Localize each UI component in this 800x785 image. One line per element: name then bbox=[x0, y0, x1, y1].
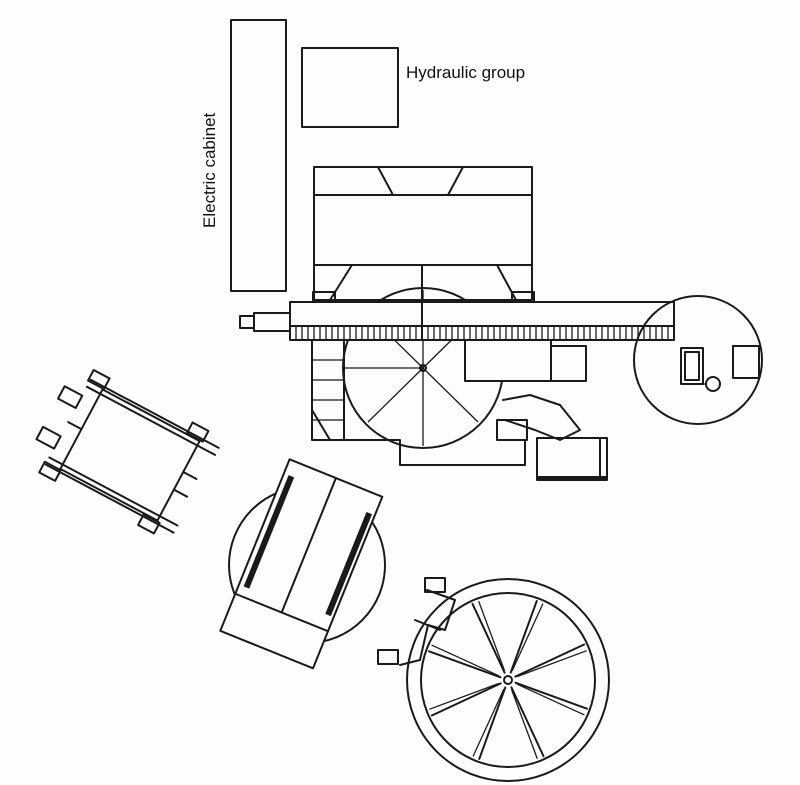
loader-frame bbox=[35, 368, 220, 535]
wheel-spoke-edge bbox=[511, 603, 544, 672]
machine-head bbox=[312, 166, 535, 303]
drive-unit bbox=[536, 437, 608, 481]
wheel-spoke bbox=[514, 681, 588, 710]
wheel-spoke bbox=[428, 650, 502, 679]
wheel-spoke bbox=[510, 686, 545, 758]
electric-cabinet: Electric cabinet bbox=[200, 19, 287, 292]
side-station bbox=[633, 295, 763, 425]
rotary-table bbox=[311, 287, 587, 466]
wheel-spoke-edge bbox=[478, 601, 506, 671]
wheel-spoke-edge bbox=[472, 688, 505, 757]
wheel-spoke-edge bbox=[517, 650, 587, 678]
electric-cabinet-label: Electric cabinet bbox=[200, 112, 219, 228]
hydraulic-group-label: Hydraulic group bbox=[406, 63, 525, 82]
hydraulic-group: Hydraulic group bbox=[301, 47, 525, 128]
wheel-spoke-edge bbox=[510, 689, 538, 759]
wheel-spoke bbox=[514, 643, 586, 678]
wheel-spoke-edge bbox=[429, 682, 499, 710]
wheel-spoke-edge bbox=[516, 683, 585, 716]
wheel-station bbox=[377, 577, 610, 782]
wheel-spoke-edge bbox=[431, 644, 500, 677]
turntable-unit bbox=[219, 458, 386, 670]
wheel-spoke bbox=[471, 602, 506, 674]
wheel-spoke bbox=[478, 686, 507, 760]
wheel-spoke bbox=[430, 682, 502, 717]
wheel-spoke bbox=[509, 600, 538, 674]
rail-rack bbox=[239, 301, 675, 341]
